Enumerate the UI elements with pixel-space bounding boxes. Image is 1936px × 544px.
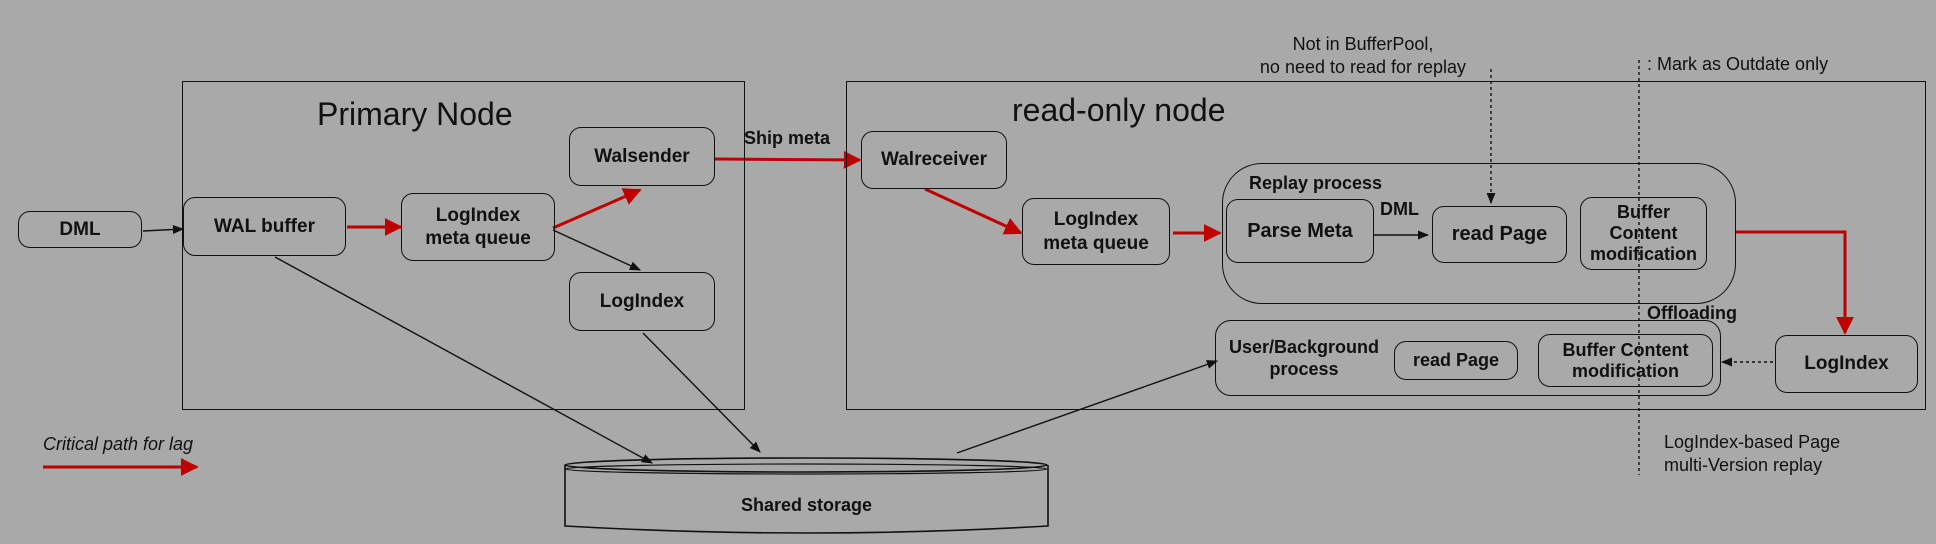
shared-storage-cylinder	[564, 457, 1049, 534]
readonly-node-title: read-only node	[1012, 92, 1226, 128]
read-page-node: read Page	[1432, 206, 1567, 263]
readonly-node-frame	[846, 81, 1926, 410]
dml-node: DML	[18, 211, 142, 248]
not-in-bufferpool-note: Not in BufferPool, no need to read for r…	[1259, 34, 1467, 77]
replay-to-logindex-red-arrow	[1735, 230, 1854, 335]
user-process-container	[1215, 320, 1721, 396]
dml-edge-label: DML	[1380, 199, 1419, 219]
shared-storage-label: Shared storage	[740, 495, 873, 515]
legend-critical-path-label: Critical path for lag	[43, 434, 194, 454]
logindex-meta-queue-node: LogIndex meta queue	[401, 193, 555, 261]
ship-meta-red-arrow	[714, 150, 862, 169]
ro-logindex-meta-queue-node: LogIndex meta queue	[1022, 198, 1170, 265]
walreceiver-to-metaqueue-red-arrow	[924, 187, 1023, 235]
ship-meta-label: Ship meta	[744, 128, 831, 148]
primary-logindex-node: LogIndex	[569, 272, 715, 331]
walreceiver-node: Walreceiver	[861, 131, 1007, 189]
user-background-process-label: User/Background process	[1228, 337, 1380, 379]
read-page-2-node: read Page	[1394, 341, 1518, 380]
replay-process-label: Replay process	[1249, 173, 1383, 193]
replay-process-container	[1222, 163, 1736, 304]
parse-meta-node: Parse Meta	[1226, 199, 1374, 263]
metaqueue-to-walsender-red-arrow	[552, 188, 642, 230]
metaqueue-to-logindex-arrow	[552, 229, 642, 271]
primary-node-frame	[182, 81, 745, 410]
ro-logindex-node: LogIndex	[1775, 335, 1918, 393]
primary-node-title: Primary Node	[317, 96, 513, 132]
wal-buffer-node: WAL buffer	[183, 197, 346, 256]
mark-outdate-note: : Mark as Outdate only	[1647, 54, 1829, 74]
wal-to-storage-line	[274, 256, 653, 464]
buffer-content-modification-node: Buffer Content modification	[1580, 197, 1707, 270]
logindex-to-storage-line	[642, 332, 761, 453]
dml-to-wal-arrow	[142, 225, 185, 234]
walsender-node: Walsender	[569, 127, 715, 186]
buffer-content-modification-2-node: Buffer Content modification	[1538, 334, 1713, 387]
offloading-label: Offloading	[1647, 303, 1737, 323]
logindex-replay-note: LogIndex-based Page multi-Version replay	[1664, 432, 1841, 475]
storage-to-user-process-line	[956, 360, 1219, 454]
